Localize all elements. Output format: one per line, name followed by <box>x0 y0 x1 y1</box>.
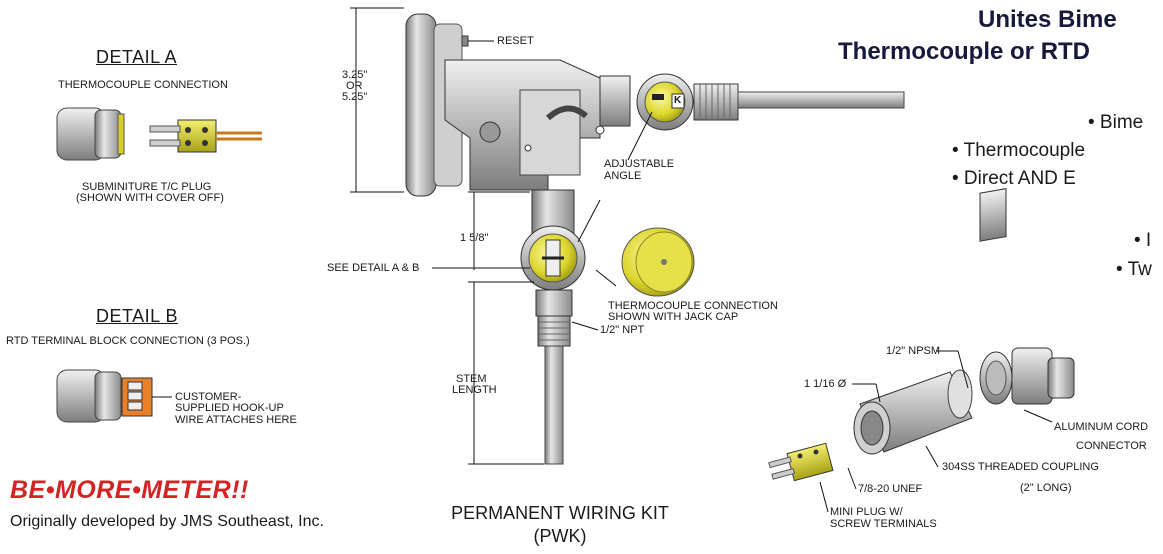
detail-a-caption-1: SUBMINITURE T/C PLUG <box>82 181 212 193</box>
mini-plug-label-2: SCREW TERMINALS <box>830 518 937 530</box>
unef-label: 7/8-20 UNEF <box>858 483 923 495</box>
aluminum-connector-2: CONNECTOR <box>1076 440 1147 452</box>
developer-credit: Originally developed by JMS Southeast, I… <box>10 513 324 530</box>
dial-size-3: 5.25" <box>342 91 368 103</box>
detail-b-fitting <box>56 369 172 423</box>
detail-a-heading: DETAIL A <box>96 47 178 67</box>
tc-connection-label-1: THERMOCOUPLE CONNECTION <box>608 300 778 312</box>
kit-leader-lines <box>819 350 1053 513</box>
detail-a-fitting <box>56 107 262 161</box>
brand-slogan: BE•MORE•METER!! <box>10 476 249 504</box>
kit-title-1: PERMANENT WIRING KIT <box>451 503 669 523</box>
detail-b-callout-1: CUSTOMER- <box>175 391 242 403</box>
bullet-4: • I <box>1134 230 1152 251</box>
kit-title-2: (PWK) <box>533 526 587 546</box>
bullet-2: • Thermocouple <box>952 140 1086 161</box>
dial-size-2: OR <box>346 80 363 92</box>
tc-connection-label-2: SHOWN WITH JACK CAP <box>608 311 739 323</box>
detail-a-caption-2: (SHOWN WITH COVER OFF) <box>76 192 224 204</box>
dimension-lines <box>350 7 653 465</box>
reset-label: RESET <box>497 35 534 47</box>
npsm-label: 1/2" NPSM <box>886 345 941 357</box>
stem-length-2: LENGTH <box>452 384 497 396</box>
npt-label: 1/2" NPT <box>600 324 645 336</box>
coupling-label-1: 304SS THREADED COUPLING <box>942 461 1099 473</box>
detail-b-callout-2: SUPPLIED HOOK-UP <box>175 402 284 414</box>
adjustable-label-1: ADJUSTABLE <box>604 158 675 170</box>
kit-exploded-view <box>768 188 1075 482</box>
title-line-2: Thermocouple or RTD <box>838 38 1091 65</box>
diameter-label: 1 1/16 Ø <box>804 378 847 390</box>
dim-1-5-8: 1 5/8" <box>460 232 489 244</box>
mini-plug-label-1: MINI PLUG W/ <box>830 506 903 518</box>
title-line-1: Unites Bime <box>978 6 1117 33</box>
thermometer-assembly <box>405 13 905 465</box>
adjustable-label-2: ANGLE <box>604 170 642 182</box>
k-mark: K <box>674 95 682 106</box>
stem-length-1: STEM <box>456 373 487 385</box>
bullet-5: • Tw <box>1116 259 1152 280</box>
see-detail-label: SEE DETAIL A & B <box>327 262 420 274</box>
detail-b-heading: DETAIL B <box>96 306 179 326</box>
bullet-1: • Bime <box>1088 112 1144 133</box>
coupling-label-2: (2" LONG) <box>1020 482 1072 494</box>
aluminum-connector-1: ALUMINUM CORD <box>1054 421 1149 433</box>
detail-a-subheading: THERMOCOUPLE CONNECTION <box>58 79 228 91</box>
detail-b-callout-3: WIRE ATTACHES HERE <box>175 414 297 426</box>
detail-b-subheading: RTD TERMINAL BLOCK CONNECTION (3 POS.) <box>6 335 250 347</box>
dial-size-1: 3.25" <box>342 69 368 81</box>
bullet-3: • Direct AND E <box>952 168 1076 189</box>
